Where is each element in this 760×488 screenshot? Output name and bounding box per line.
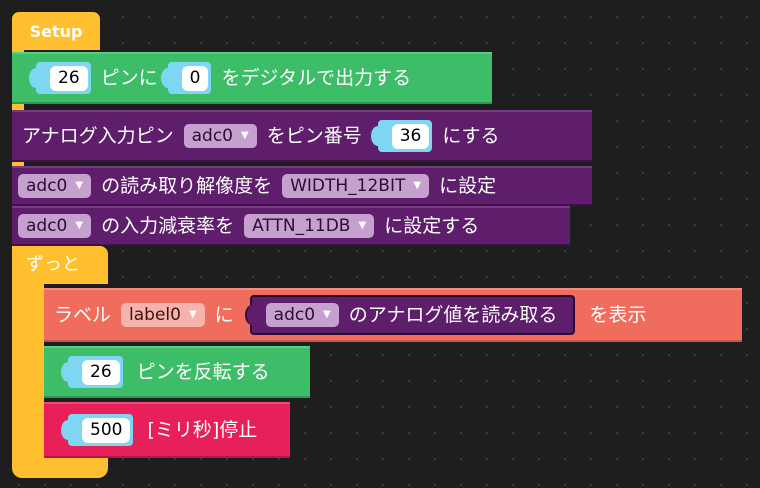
delay-ms-field[interactable]: 500 <box>82 417 131 443</box>
resolution-option-value: WIDTH_12BIT <box>290 175 406 196</box>
analog-pin-mid-text: をピン番号 <box>266 124 362 147</box>
analog-pin-socket[interactable]: 36 <box>370 120 433 152</box>
analog-pin-number-field[interactable]: 36 <box>391 123 430 149</box>
label-variable-dropdown[interactable]: label0 ▼ <box>121 303 205 327</box>
toggle-pin-number-field[interactable]: 26 <box>82 359 120 385</box>
caret-down-icon: ▼ <box>75 180 84 191</box>
show-label-block[interactable]: ラベル label0 ▼ に adc0 ▼ のアナログ値を読み取る を表示 <box>44 288 742 342</box>
adc-variable-dropdown[interactable]: adc0 ▼ <box>183 124 257 148</box>
analog-pin-tail-text: にする <box>442 124 500 147</box>
pin-input-socket[interactable]: 26 <box>29 62 91 94</box>
attenuation-block[interactable]: adc0 ▼ の入力減衰率を ATTN_11DB ▼ に設定する <box>12 206 570 246</box>
resolution-adc-value: adc0 <box>26 175 68 196</box>
toggle-pin-socket[interactable]: 26 <box>61 356 123 388</box>
caret-down-icon: ▼ <box>323 309 331 320</box>
resolution-option-dropdown[interactable]: WIDTH_12BIT ▼ <box>282 174 430 198</box>
show-label-head-text: ラベル <box>54 303 112 326</box>
show-label-tail-text: を表示 <box>589 303 647 326</box>
resolution-mid-text: の読み取り解像度を <box>101 174 273 197</box>
loop-header[interactable]: ずっと <box>12 246 108 284</box>
caret-down-icon: ▼ <box>241 130 249 141</box>
attenuation-option-value: ATTN_11DB <box>252 215 351 236</box>
delay-block[interactable]: 500 [ミリ秒]停止 <box>44 402 290 458</box>
reporter-text: のアナログ値を読み取る <box>348 303 558 326</box>
adc-variable-value: adc0 <box>191 125 233 146</box>
digital-out-tail-text: をデジタルで出力する <box>221 66 412 89</box>
setup-label: Setup <box>29 21 83 41</box>
value-input-socket[interactable]: 0 <box>160 62 212 94</box>
toggle-pin-block[interactable]: 26 ピンを反転する <box>44 346 310 398</box>
read-analog-reporter[interactable]: adc0 ▼ のアナログ値を読み取る <box>244 295 576 335</box>
loop-label: ずっと <box>26 254 80 275</box>
loop-rail <box>12 284 44 460</box>
digital-out-block[interactable]: 26 ピンに 0 をデジタルで出力する <box>12 52 492 104</box>
analog-pin-head-text: アナログ入力ピン <box>22 124 174 147</box>
pin-number-field[interactable]: 26 <box>50 65 88 91</box>
attenuation-mid-text: の入力減衰率を <box>101 214 235 237</box>
delay-ms-socket[interactable]: 500 <box>60 414 134 446</box>
attenuation-option-dropdown[interactable]: ATTN_11DB ▼ <box>244 214 375 238</box>
reporter-adc-value: adc0 <box>273 304 316 325</box>
resolution-block[interactable]: adc0 ▼ の読み取り解像度を WIDTH_12BIT ▼ に設定 <box>12 166 592 206</box>
loop-footer <box>12 456 108 478</box>
caret-down-icon: ▼ <box>358 220 367 231</box>
setup-hat[interactable]: Setup <box>12 12 100 50</box>
attenuation-adc-value: adc0 <box>26 215 68 236</box>
reporter-adc-dropdown[interactable]: adc0 ▼ <box>265 303 339 327</box>
analog-pin-block[interactable]: アナログ入力ピン adc0 ▼ をピン番号 36 にする <box>12 110 592 162</box>
caret-down-icon: ▼ <box>188 309 197 320</box>
label-variable-value: label0 <box>129 304 181 325</box>
digital-out-pin-text: ピンに <box>100 66 158 89</box>
caret-down-icon: ▼ <box>75 220 84 231</box>
caret-down-icon: ▼ <box>413 180 422 191</box>
toggle-pin-text: ピンを反転する <box>136 360 270 383</box>
show-label-ni-text: に <box>214 303 234 326</box>
attenuation-tail-text: に設定する <box>384 214 480 237</box>
resolution-tail-text: に設定 <box>439 174 497 197</box>
delay-text: [ミリ秒]停止 <box>147 418 258 441</box>
resolution-adc-dropdown[interactable]: adc0 ▼ <box>18 174 92 198</box>
value-field[interactable]: 0 <box>181 65 209 91</box>
attenuation-adc-dropdown[interactable]: adc0 ▼ <box>18 214 92 238</box>
